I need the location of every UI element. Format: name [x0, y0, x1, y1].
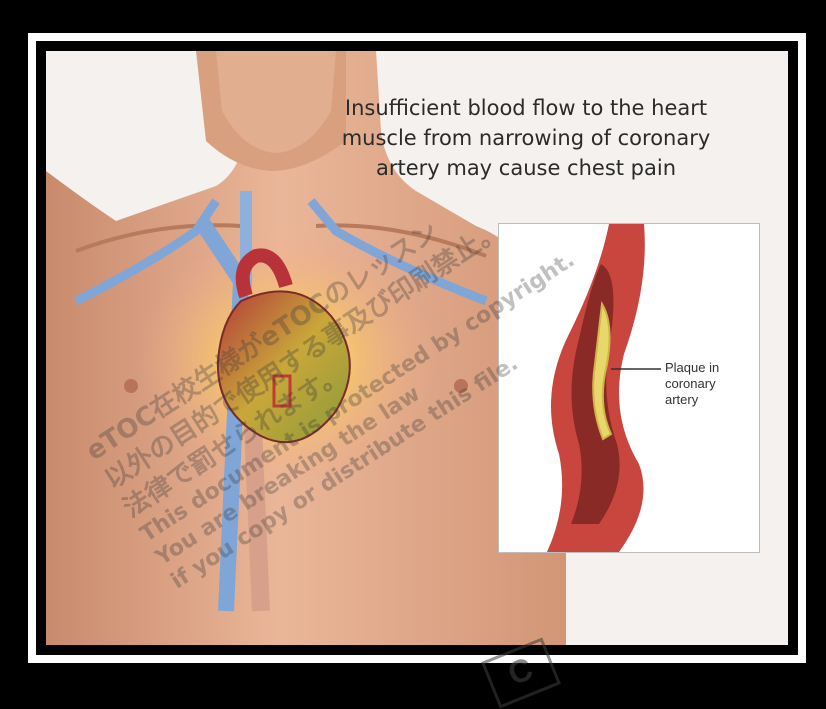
artery-cross-section	[499, 224, 759, 552]
plaque-label-line-1: Plaque in	[665, 360, 719, 376]
plaque-label-line-2: coronary	[665, 376, 719, 392]
picture-frame-black: Insufficient blood flow to the heart mus…	[36, 41, 798, 655]
artery-inset: Plaque in coronary artery	[498, 223, 760, 553]
plaque-label-line-3: artery	[665, 392, 719, 408]
figure-caption: Insufficient blood flow to the heart mus…	[301, 93, 751, 183]
medical-illustration: Insufficient blood flow to the heart mus…	[46, 51, 788, 645]
caption-line-1: Insufficient blood flow to the heart	[301, 93, 751, 123]
picture-frame-white: Insufficient blood flow to the heart mus…	[28, 33, 806, 663]
plaque-label: Plaque in coronary artery	[665, 360, 719, 408]
heart	[218, 291, 350, 442]
caption-line-3: artery may cause chest pain	[301, 153, 751, 183]
nipple-left	[124, 379, 138, 393]
caption-line-2: muscle from narrowing of coronary	[301, 123, 751, 153]
nipple-right	[454, 379, 468, 393]
